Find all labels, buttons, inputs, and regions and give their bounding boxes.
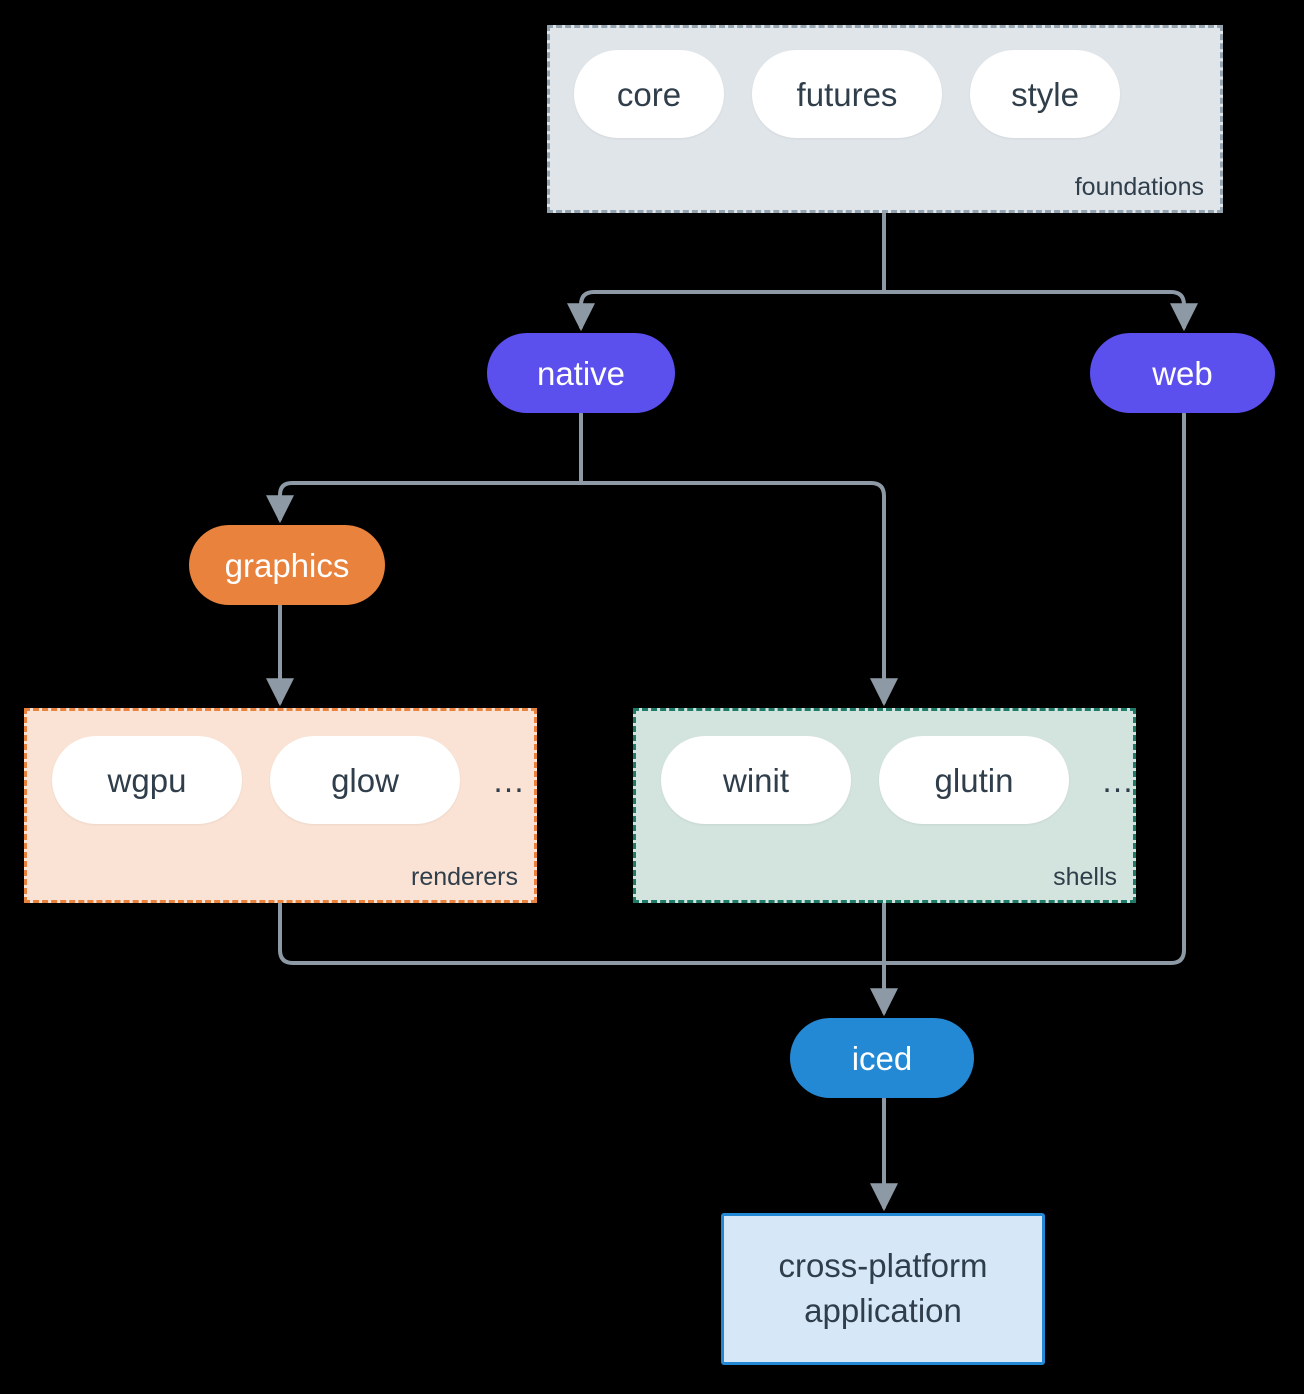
node-cross-platform-application[interactable]: cross-platform application	[721, 1213, 1045, 1365]
group-shells-chips: winit glutin …	[661, 736, 1135, 824]
group-renderers-chips: wgpu glow …	[52, 736, 526, 824]
chip-wgpu[interactable]: wgpu	[52, 736, 242, 824]
node-web[interactable]: web	[1090, 333, 1275, 413]
edge-renderers-to-iced	[278, 902, 886, 965]
edge-native-to-graphics	[266, 481, 583, 524]
chip-style[interactable]: style	[970, 50, 1120, 138]
node-iced[interactable]: iced	[790, 1018, 974, 1098]
chip-shells-overflow: …	[1101, 761, 1135, 799]
edge-foundations-to-native	[567, 290, 886, 332]
chip-renderers-overflow: …	[492, 761, 526, 799]
node-native[interactable]: native	[487, 333, 675, 413]
group-foundations-chips: core futures style	[574, 50, 1120, 138]
chip-winit[interactable]: winit	[661, 736, 851, 824]
node-native-label: native	[536, 354, 626, 392]
node-application-label-line1: cross-platform	[778, 1247, 988, 1285]
edge-native-to-shells	[579, 481, 898, 707]
chip-core[interactable]: core	[574, 50, 724, 138]
group-shells-label: shells	[1053, 863, 1117, 891]
chip-futures[interactable]: futures	[752, 50, 942, 138]
node-graphics[interactable]: graphics	[189, 525, 385, 605]
group-foundations-label: foundations	[1074, 173, 1204, 201]
node-graphics-label: graphics	[224, 546, 350, 584]
group-foundations: core futures style foundations	[547, 25, 1223, 213]
node-iced-label: iced	[851, 1039, 913, 1077]
group-renderers-label: renderers	[411, 863, 518, 891]
group-shells: winit glutin … shells	[633, 708, 1136, 903]
node-application-label-line2: application	[804, 1292, 962, 1329]
chip-glutin[interactable]: glutin	[879, 736, 1069, 824]
group-renderers: wgpu glow … renderers	[24, 708, 537, 903]
edge-foundations-to-web	[882, 290, 1198, 332]
node-web-label: web	[1152, 354, 1213, 392]
chip-glow[interactable]: glow	[270, 736, 460, 824]
